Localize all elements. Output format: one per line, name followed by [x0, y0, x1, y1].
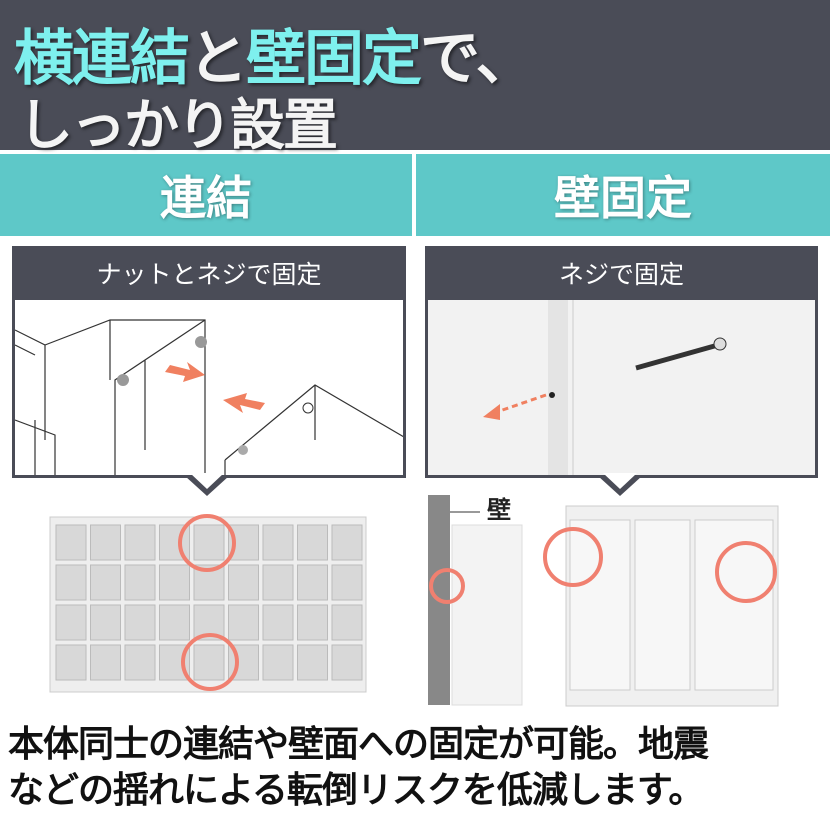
connection-illustration	[15, 319, 403, 475]
title-to: と	[188, 24, 248, 94]
shelf-cell	[55, 604, 87, 641]
wall-label: 壁	[487, 496, 511, 524]
shelf-cell	[90, 604, 121, 641]
shelf-cell	[55, 644, 87, 681]
highlight-circle	[543, 527, 603, 587]
shelf-cell	[55, 524, 87, 561]
shelf-cell	[124, 564, 156, 601]
connect-diagram	[12, 300, 406, 478]
header: 横連結と壁固定で、 しっかり設置	[0, 0, 830, 157]
shelf-cell	[55, 564, 87, 601]
shelf-cell	[90, 564, 121, 601]
wall-screw-diagram	[425, 300, 818, 478]
wall-fixing-image	[428, 495, 523, 706]
shelf-cell	[228, 604, 259, 641]
cabinet-image	[543, 505, 779, 707]
title-line1: 横連結と壁固定で、	[14, 10, 536, 97]
shelf-cell	[297, 604, 328, 641]
label-nut-screw: ナットとネジで固定	[12, 246, 406, 300]
shelf-cell	[262, 564, 294, 601]
shelf-cell	[331, 644, 363, 681]
highlight-circle	[178, 514, 236, 572]
title-highlight-wall: 壁固定	[246, 24, 422, 94]
shelf-cell	[90, 524, 121, 561]
shelf-cell	[193, 644, 225, 681]
shelf-cell	[124, 644, 156, 681]
shelf-cell	[124, 604, 156, 641]
title-de: で、	[420, 24, 536, 94]
shelf-cell	[297, 644, 328, 681]
arrow-left-icon	[223, 393, 265, 413]
highlight-circle	[181, 633, 239, 691]
arrow-right-icon	[165, 362, 205, 382]
shelf-cell	[159, 564, 190, 601]
shelf-cell	[193, 524, 225, 561]
section-heading-wall: 壁固定	[416, 154, 830, 236]
arrow-icon	[483, 404, 500, 420]
highlight-circle	[429, 568, 465, 604]
shoe-rack-image	[49, 514, 367, 693]
description-line2: などの揺れによる転倒リスクを低減します。	[8, 770, 704, 811]
shelf-cell	[262, 644, 294, 681]
shelf-cell	[228, 564, 259, 601]
screw-illustration	[428, 300, 815, 475]
shelf-cell	[90, 644, 121, 681]
highlight-circle	[715, 541, 777, 603]
description: 本体同士の連結や壁面への固定が可能。地震 などの揺れによる転倒リスクを低減します…	[8, 722, 709, 814]
shelf-cell	[262, 604, 294, 641]
shelf-cell	[297, 564, 328, 601]
title-highlight-connect: 横連結	[14, 24, 190, 94]
section-heading-connect: 連結	[0, 154, 412, 236]
shelf-cell	[124, 524, 156, 561]
shelf-cell	[331, 604, 363, 641]
description-line1: 本体同士の連結や壁面への固定が可能。地震	[8, 724, 709, 765]
screw-icon	[635, 342, 719, 371]
shelf-cell	[262, 524, 294, 561]
shelf-cell	[159, 604, 190, 641]
shelf-cell	[331, 564, 363, 601]
pointer-left	[185, 473, 229, 496]
label-screw: ネジで固定	[425, 246, 818, 300]
shelf-cell	[331, 524, 363, 561]
pointer-right	[598, 473, 642, 496]
shelf-cell	[297, 524, 328, 561]
title-line2: しっかり設置	[18, 93, 338, 157]
